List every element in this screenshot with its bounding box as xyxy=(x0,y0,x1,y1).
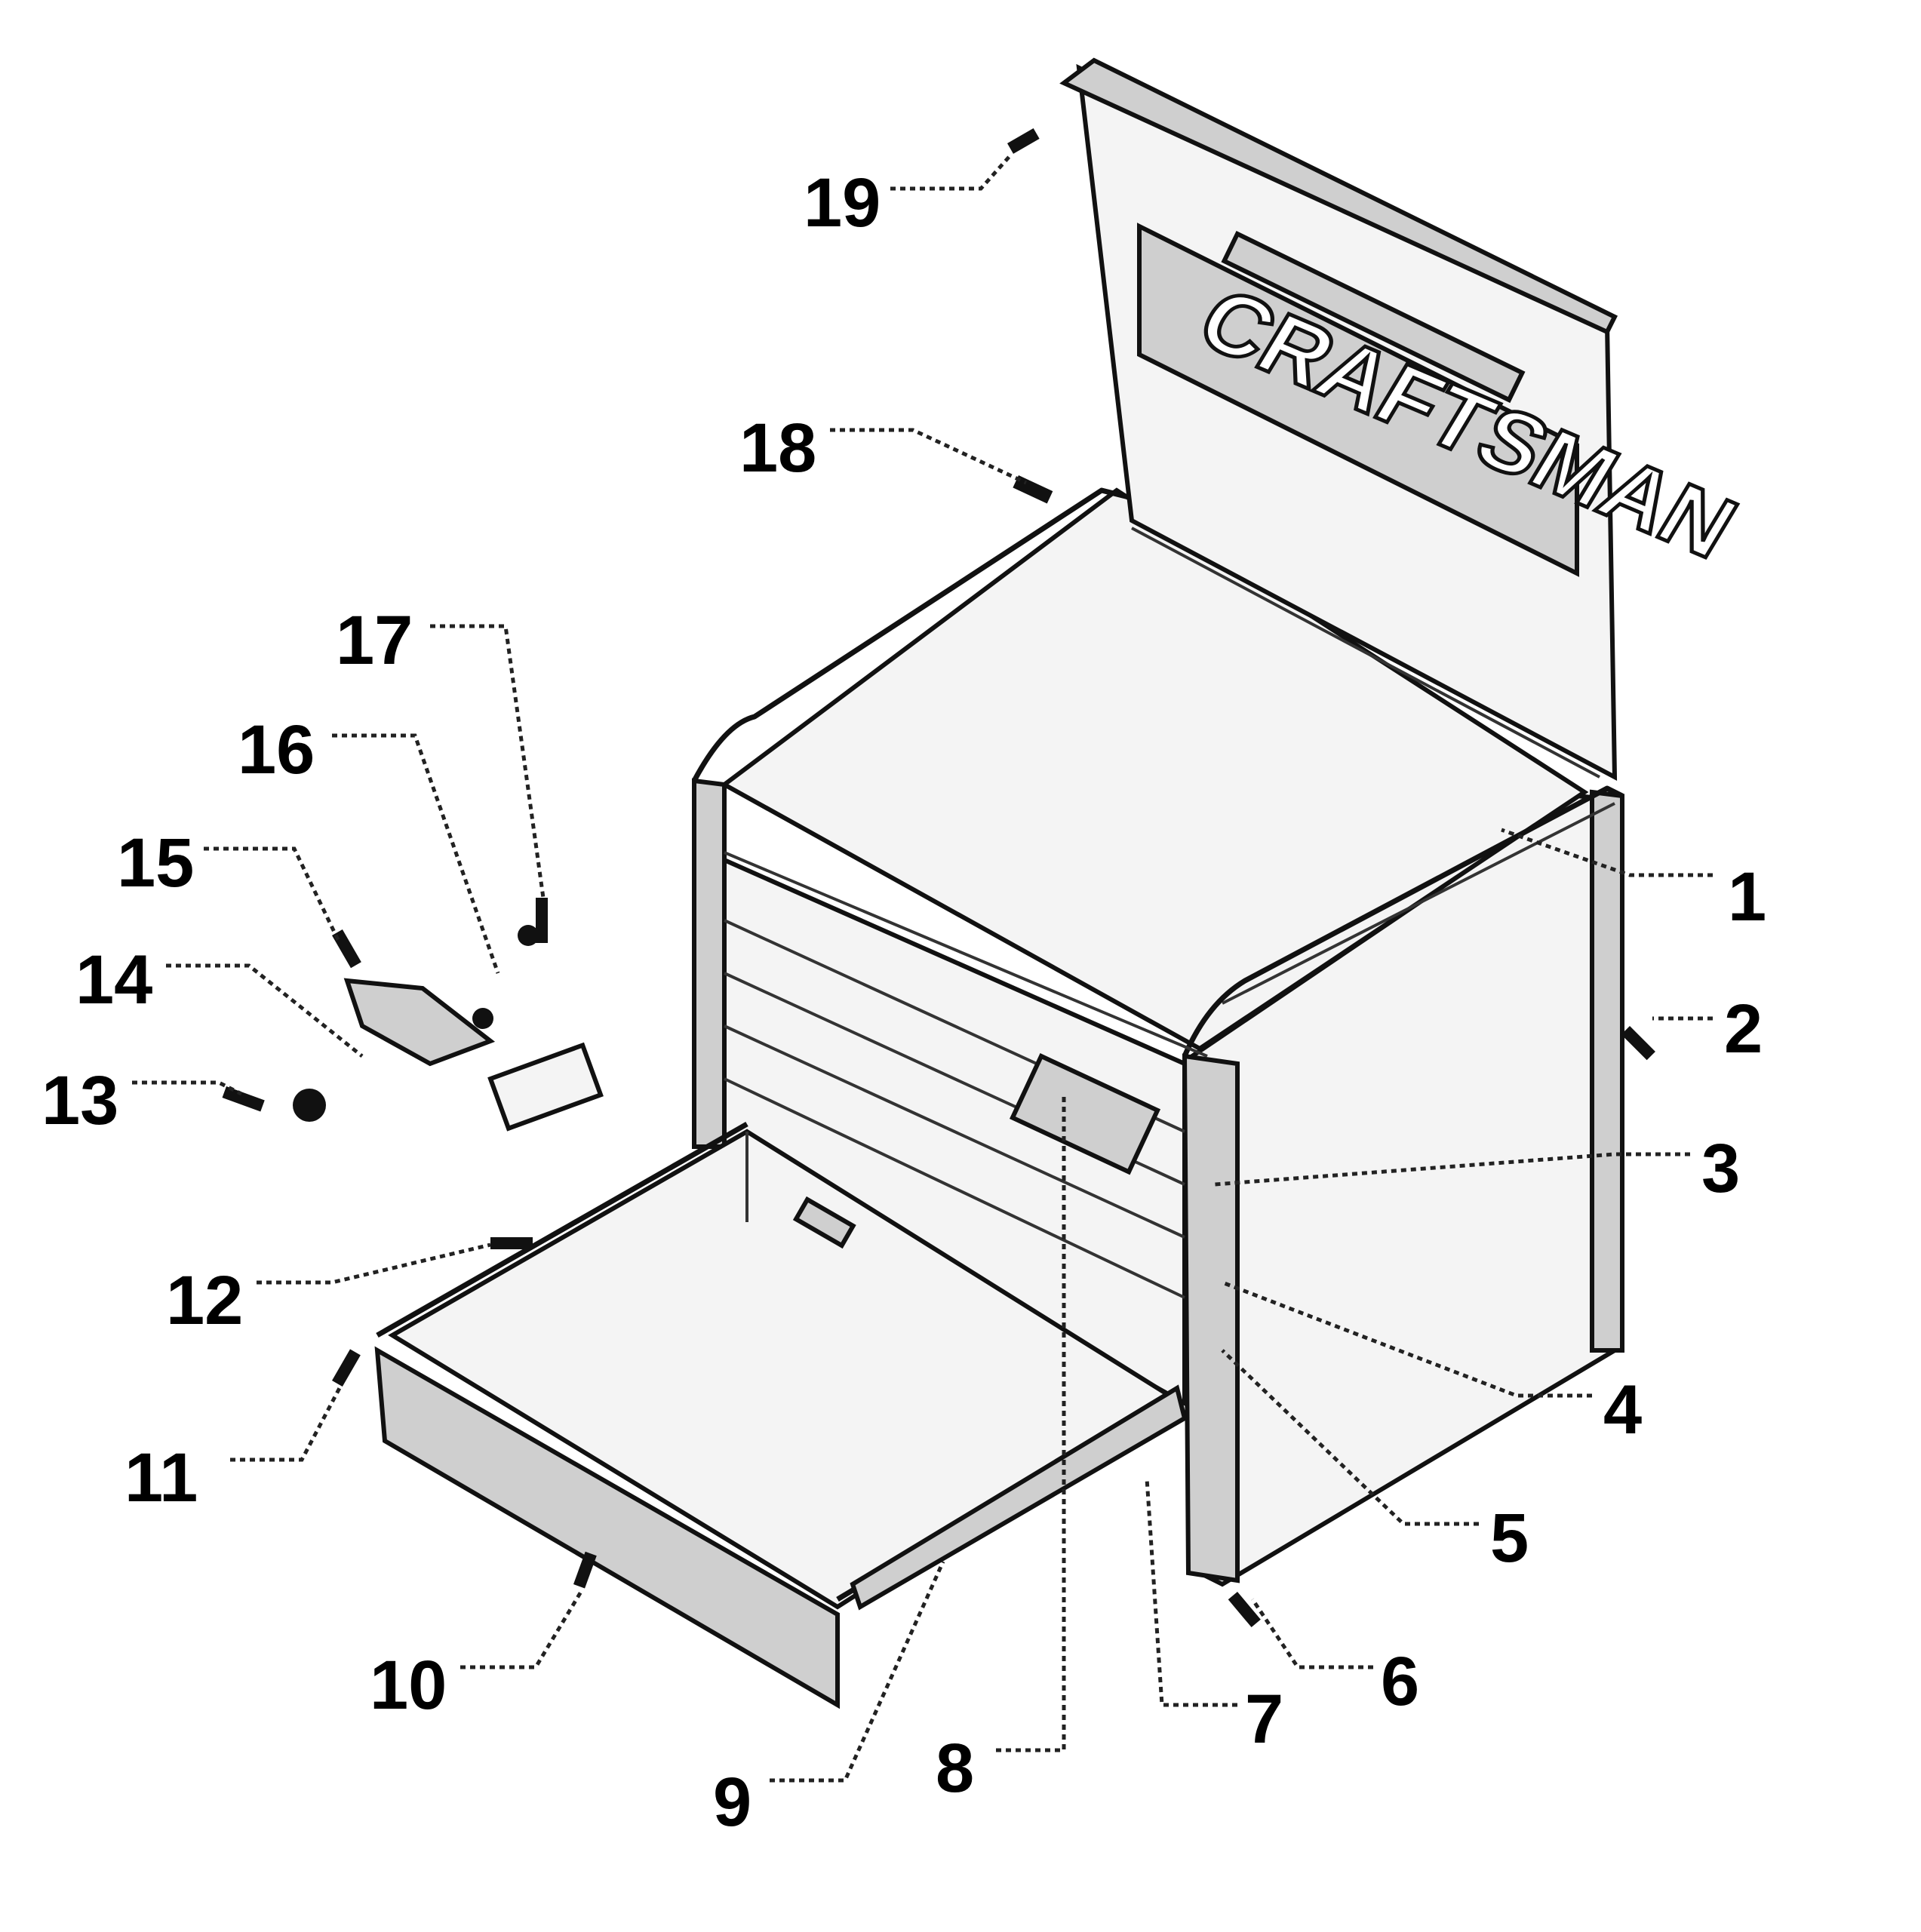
top-rim-right xyxy=(1182,785,1624,1058)
screw-2 xyxy=(1621,1026,1655,1061)
part-label-13: 13 xyxy=(41,1062,118,1139)
fasteners xyxy=(222,127,1655,1628)
drawer-handle-slot xyxy=(792,1196,856,1249)
leader-19 xyxy=(890,153,1013,191)
open-lid: CRAFTSMAN xyxy=(1059,57,1754,782)
lock-plate xyxy=(487,1042,604,1132)
part-label-19: 19 xyxy=(804,164,881,241)
part-label-3: 3 xyxy=(1701,1130,1740,1207)
part-label-2: 2 xyxy=(1724,991,1763,1067)
lock-bracket xyxy=(343,978,496,1067)
part-label-1: 1 xyxy=(1728,858,1766,935)
drawer-lock-plate xyxy=(1009,1053,1161,1175)
leader-14 xyxy=(166,963,364,1058)
leader-12 xyxy=(257,1242,491,1285)
part-label-6: 6 xyxy=(1381,1643,1419,1720)
screw-13 xyxy=(222,1086,265,1112)
part-label-12: 12 xyxy=(166,1262,243,1339)
leader-lines xyxy=(132,153,1713,1783)
open-drawer xyxy=(374,1121,1188,1709)
screw-19 xyxy=(1007,127,1040,154)
leader-1 xyxy=(1501,828,1713,877)
screw-11 xyxy=(331,1349,361,1387)
screw-18 xyxy=(1013,475,1053,504)
lid-handle xyxy=(1221,230,1526,404)
part-label-9: 9 xyxy=(713,1764,751,1841)
leader-8 xyxy=(996,1094,1066,1752)
part-label-7: 7 xyxy=(1245,1681,1283,1758)
part-label-15: 15 xyxy=(117,825,194,901)
top-surface xyxy=(720,487,1589,1052)
part-label-18: 18 xyxy=(739,410,816,487)
part-label-17: 17 xyxy=(336,602,413,679)
leader-7 xyxy=(1145,1478,1237,1707)
tool-chest-body xyxy=(691,487,1624,1587)
drawer-slide xyxy=(850,1384,1188,1611)
leader-4 xyxy=(1222,1280,1592,1398)
rear-post xyxy=(1590,789,1624,1353)
screw-10 xyxy=(573,1551,597,1589)
leader-11 xyxy=(230,1387,342,1462)
screw-6 xyxy=(1228,1592,1261,1628)
left-front-post xyxy=(692,778,727,1149)
lid-rim xyxy=(1059,57,1618,335)
part-label-10: 10 xyxy=(370,1647,447,1724)
lock-cylinder xyxy=(293,1089,326,1122)
screw-17 xyxy=(536,898,548,943)
part-label-4: 4 xyxy=(1603,1371,1642,1448)
top-rim-left xyxy=(691,487,1133,782)
leader-17 xyxy=(430,624,546,898)
drawer-stack xyxy=(722,856,1187,1408)
leader-6 xyxy=(1250,1598,1373,1669)
part-label-5: 5 xyxy=(1490,1500,1529,1577)
part-label-16: 16 xyxy=(238,711,315,788)
leader-16 xyxy=(332,733,500,974)
lock-assembly xyxy=(293,925,604,1132)
leader-10 xyxy=(460,1590,583,1669)
screw-12 xyxy=(490,1237,533,1249)
part-label-8: 8 xyxy=(936,1730,974,1807)
leader-18 xyxy=(830,428,1028,485)
drawer-front xyxy=(374,1346,840,1709)
part-label-11: 11 xyxy=(124,1439,198,1516)
part-label-14: 14 xyxy=(75,941,152,1018)
right-front-post xyxy=(1182,1053,1240,1583)
part-number-labels: 19 18 17 16 15 14 13 12 11 10 9 8 7 6 5 … xyxy=(41,164,1766,1841)
nameplate xyxy=(1137,223,1579,577)
leader-15 xyxy=(204,846,342,944)
